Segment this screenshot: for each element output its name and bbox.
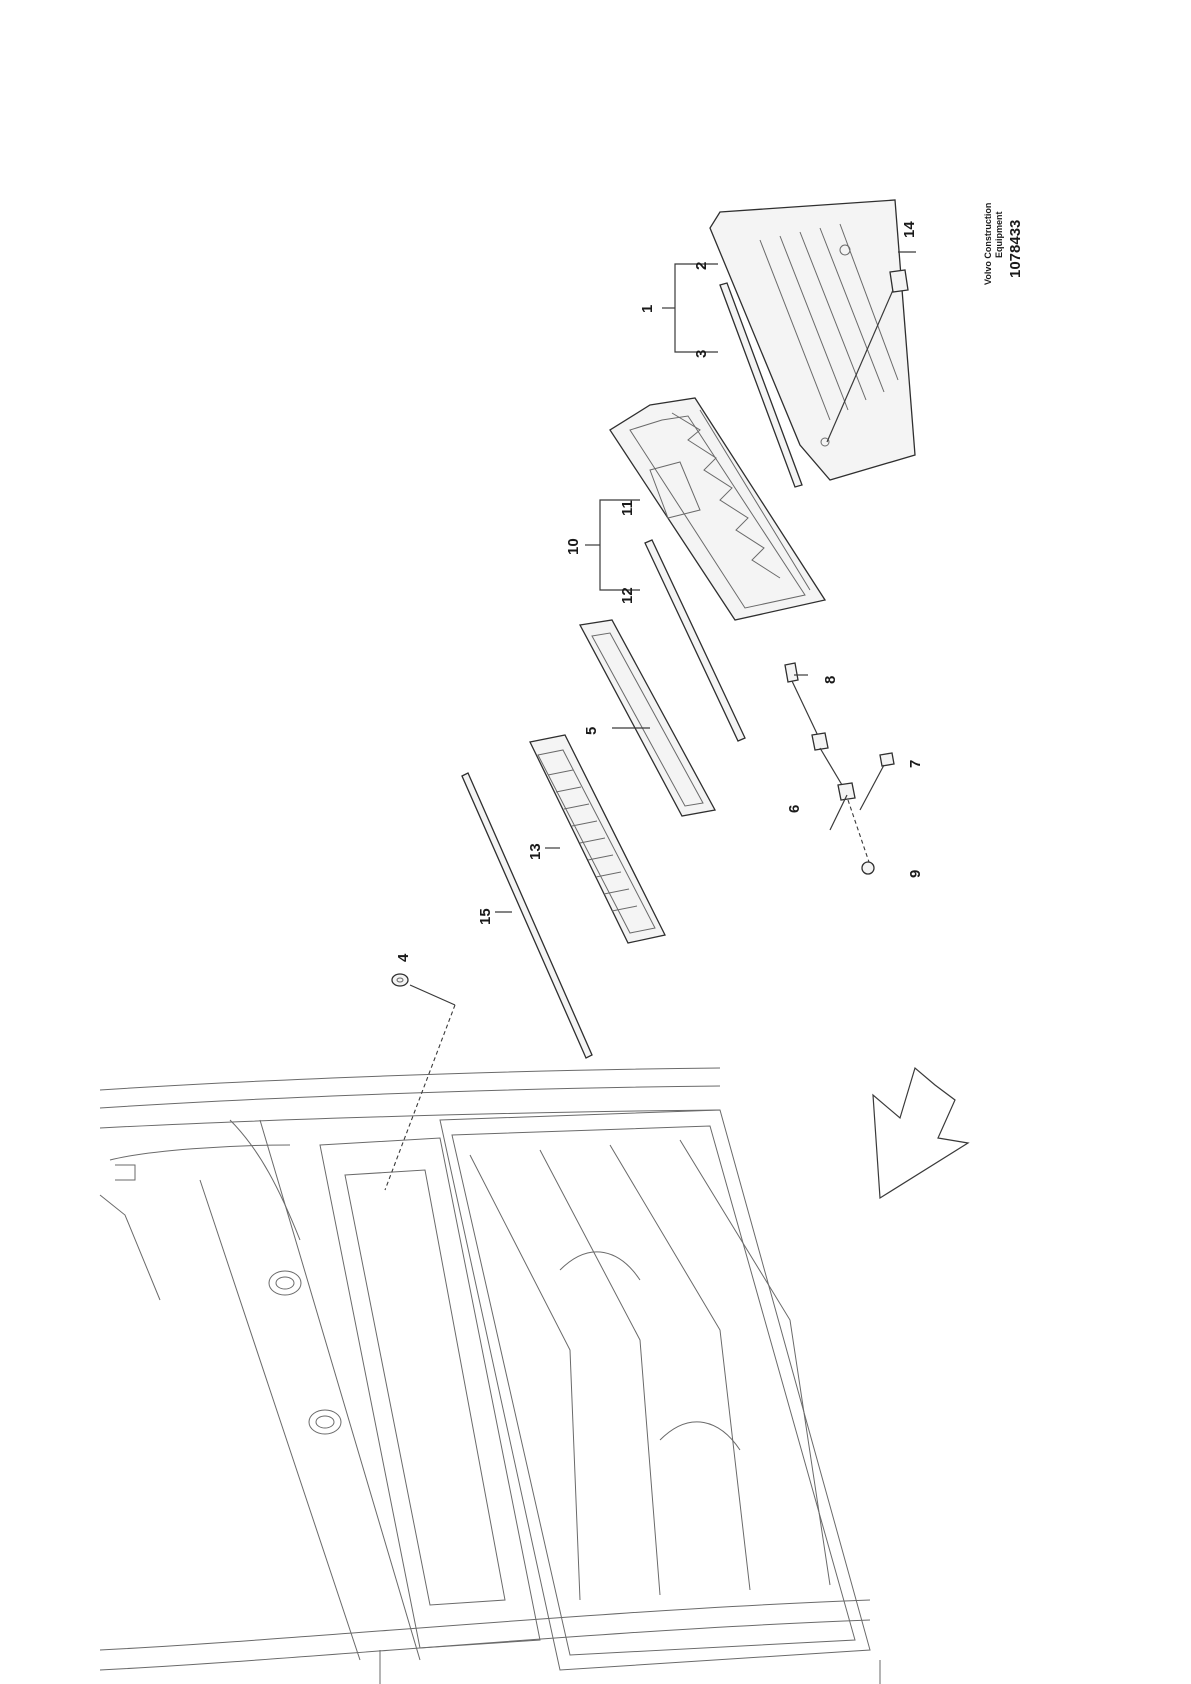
callout-1: 1 [639,305,656,313]
part-frame-5 [578,619,716,817]
hardware-group [784,662,895,875]
callout-6: 6 [786,805,803,813]
hollow-arrow-icon [872,1066,970,1200]
callout-labels: 1 2 3 4 5 6 7 8 9 10 11 12 13 14 15 [395,221,924,962]
callout-5: 5 [583,727,600,735]
callout-3: 3 [693,350,710,358]
callout-13: 13 [527,843,544,860]
callout-9: 9 [907,870,924,878]
part-strip-15 [461,772,593,1059]
callout-15: 15 [477,908,494,925]
callout-8: 8 [822,676,839,684]
company-name-line2: Equipment [994,211,1004,258]
callout-12: 12 [619,587,636,604]
callout-14: 14 [901,221,918,238]
callout-10: 10 [565,538,582,555]
part-screw-14 [826,269,909,443]
callout-11: 11 [619,500,636,516]
part-strip-3 [719,282,803,488]
part-cassette-11 [609,397,827,621]
callout-7: 7 [907,760,924,768]
cab-roof-assembly [99,1067,881,1684]
callout-2: 2 [693,262,710,270]
part-filter-13 [529,734,666,944]
callout-4: 4 [395,953,412,962]
callout-leaders [495,251,916,913]
part-seal-12 [644,539,746,742]
part-nut-4 [384,973,456,1191]
reference-block: Volvo Construction Equipment 1078433 [983,203,1024,285]
reference-number: 1078433 [1007,220,1024,278]
company-name: Volvo Construction [983,203,993,285]
part-cover-2 [709,199,916,481]
